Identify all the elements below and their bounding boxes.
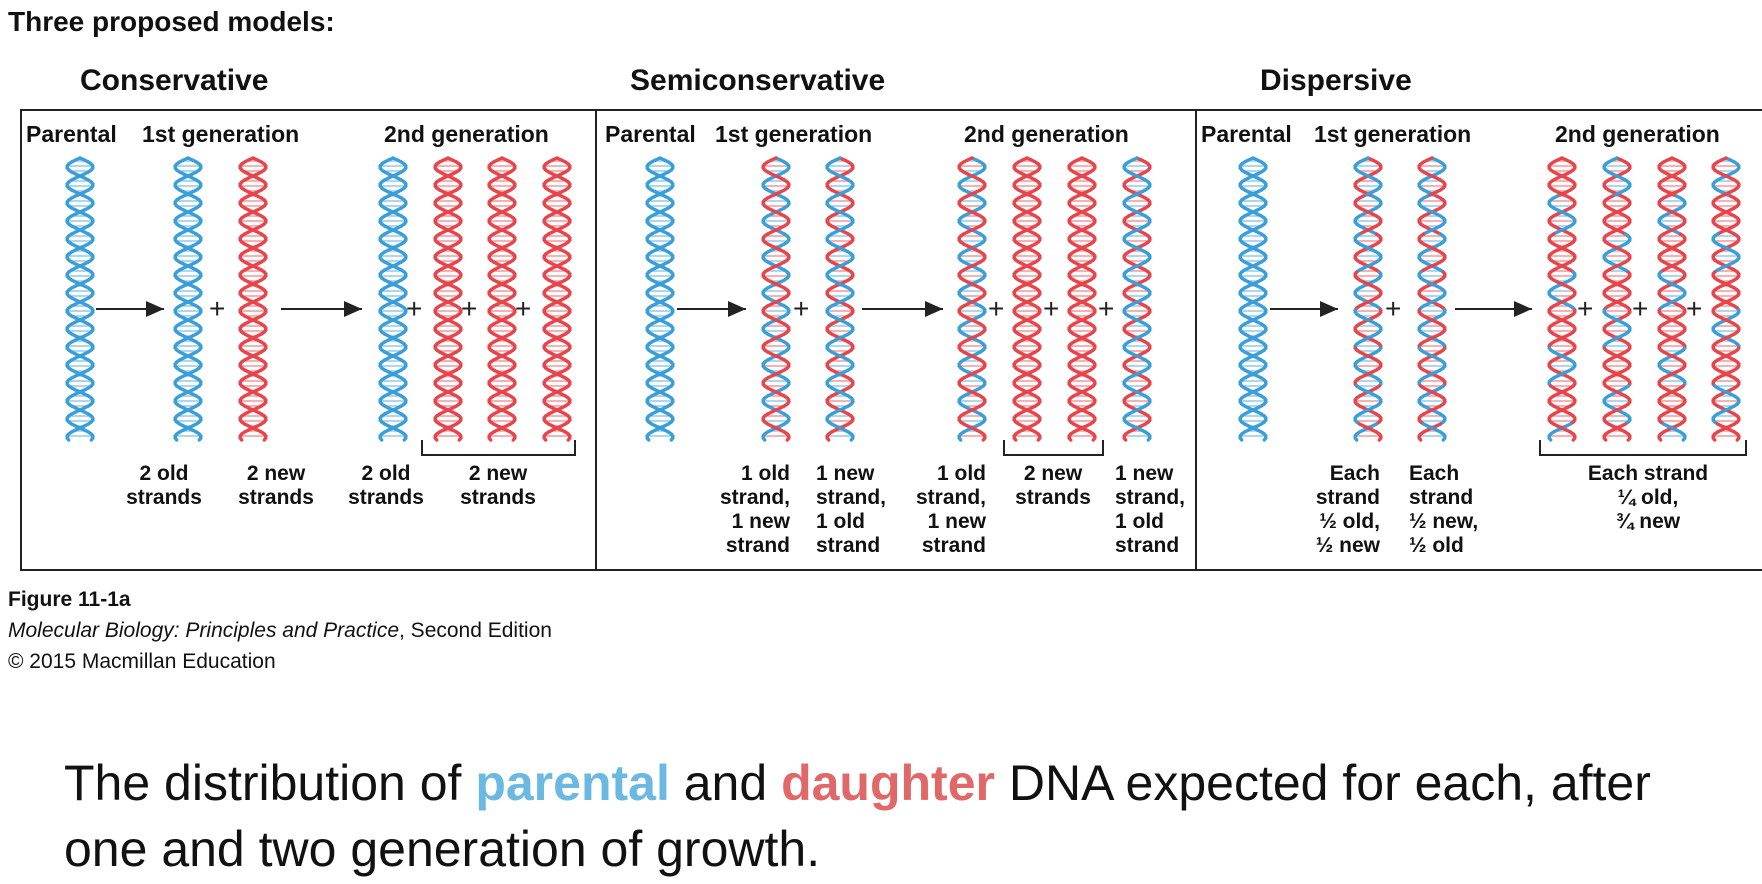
strand-label: 1 new strand, 1 old strand bbox=[816, 462, 887, 557]
bracket-conservative bbox=[421, 440, 576, 456]
dna-helix bbox=[645, 156, 675, 442]
strand-label: 1 new strand, 1 old strand bbox=[1115, 462, 1186, 557]
plus-sign: + bbox=[1043, 293, 1060, 324]
book-edition: , Second Edition bbox=[399, 619, 552, 642]
plus-sign: + bbox=[988, 293, 1005, 324]
strand-label: Each strand ½ old, ½ new bbox=[1315, 462, 1380, 557]
summary-part3: DNA expected for each, after one and two… bbox=[64, 755, 1651, 877]
dna-helix bbox=[1602, 156, 1632, 442]
strand-label: 2 new strands bbox=[460, 462, 536, 509]
strand-label: Each strand ½ new, ½ old bbox=[1409, 462, 1479, 557]
gen-parental-conservative: Parental bbox=[26, 121, 117, 147]
model-title-semiconservative: Semiconservative bbox=[630, 64, 886, 97]
plus-sign: + bbox=[1686, 293, 1703, 324]
plus-sign: + bbox=[1385, 293, 1402, 324]
dna-helix bbox=[173, 156, 203, 442]
model-title-conservative: Conservative bbox=[80, 64, 269, 97]
summary-text: The distribution of parental and daughte… bbox=[64, 750, 1744, 882]
strand-label: 1 old strand, 1 new strand bbox=[915, 462, 986, 557]
dna-helix bbox=[1067, 156, 1097, 442]
figure-number: Figure 11-1a bbox=[8, 588, 131, 611]
strand-label: 2 new strands bbox=[238, 462, 314, 509]
dna-helix bbox=[1012, 156, 1042, 442]
dna-helix bbox=[1657, 156, 1687, 442]
plus-sign: + bbox=[461, 293, 478, 324]
dna-helix bbox=[1547, 156, 1577, 442]
book-citation: Molecular Biology: Principles and Practi… bbox=[8, 619, 552, 643]
gen-parental-dispersive: Parental bbox=[1201, 121, 1292, 147]
dna-helix bbox=[65, 156, 95, 442]
dna-helix bbox=[542, 156, 572, 442]
copyright-notice: © 2015 Macmillan Education bbox=[8, 650, 276, 673]
gen-first-conservative: 1st generation bbox=[142, 121, 300, 147]
dna-helix bbox=[1238, 156, 1268, 442]
panel-divider-1 bbox=[595, 109, 597, 571]
gen-first-dispersive: 1st generation bbox=[1314, 121, 1472, 147]
plus-sign: + bbox=[515, 293, 532, 324]
dna-helix bbox=[1353, 156, 1383, 442]
strand-label: 2 old strands bbox=[348, 462, 424, 509]
dna-helix bbox=[1711, 156, 1741, 442]
plus-sign: + bbox=[1632, 293, 1649, 324]
dna-helix bbox=[238, 156, 268, 442]
gen-first-semiconservative: 1st generation bbox=[715, 121, 873, 147]
dna-helix bbox=[1417, 156, 1447, 442]
strand-label: 2 new strands bbox=[1015, 462, 1091, 509]
bracket-semiconservative bbox=[1003, 440, 1104, 456]
plus-sign: + bbox=[209, 293, 226, 324]
figure-heading: Three proposed models: bbox=[8, 6, 335, 37]
dna-helix bbox=[1122, 156, 1152, 442]
summary-parental: parental bbox=[475, 755, 670, 811]
summary-part2: and bbox=[669, 755, 782, 811]
model-title-dispersive: Dispersive bbox=[1260, 64, 1412, 97]
panel-divider-2 bbox=[1195, 109, 1197, 571]
dna-helix bbox=[433, 156, 463, 442]
bracket-dispersive bbox=[1539, 440, 1747, 456]
book-title: Molecular Biology: Principles and Practi… bbox=[8, 619, 400, 642]
dna-helix-diagram bbox=[65, 156, 1747, 456]
gen-parental-semiconservative: Parental bbox=[605, 121, 696, 147]
strand-label: Each strand ¼ old, ¾ new bbox=[1587, 462, 1709, 533]
gen-second-conservative: 2nd generation bbox=[384, 121, 549, 147]
dna-helix bbox=[487, 156, 517, 442]
summary-part1: The distribution of bbox=[64, 755, 476, 811]
diagram-frame bbox=[20, 109, 1762, 571]
plus-sign: + bbox=[406, 293, 423, 324]
plus-sign: + bbox=[1577, 293, 1594, 324]
gen-second-semiconservative: 2nd generation bbox=[964, 121, 1129, 147]
strand-label: 1 old strand, 1 new strand bbox=[719, 462, 790, 557]
dna-helix bbox=[957, 156, 987, 442]
plus-sign: + bbox=[1098, 293, 1115, 324]
strand-label: 2 old strands bbox=[126, 462, 202, 509]
dna-helix bbox=[761, 156, 791, 442]
summary-daughter: daughter bbox=[781, 755, 995, 811]
plus-sign: + bbox=[793, 293, 810, 324]
dna-helix bbox=[378, 156, 408, 442]
dna-helix bbox=[825, 156, 855, 442]
gen-second-dispersive: 2nd generation bbox=[1555, 121, 1720, 147]
